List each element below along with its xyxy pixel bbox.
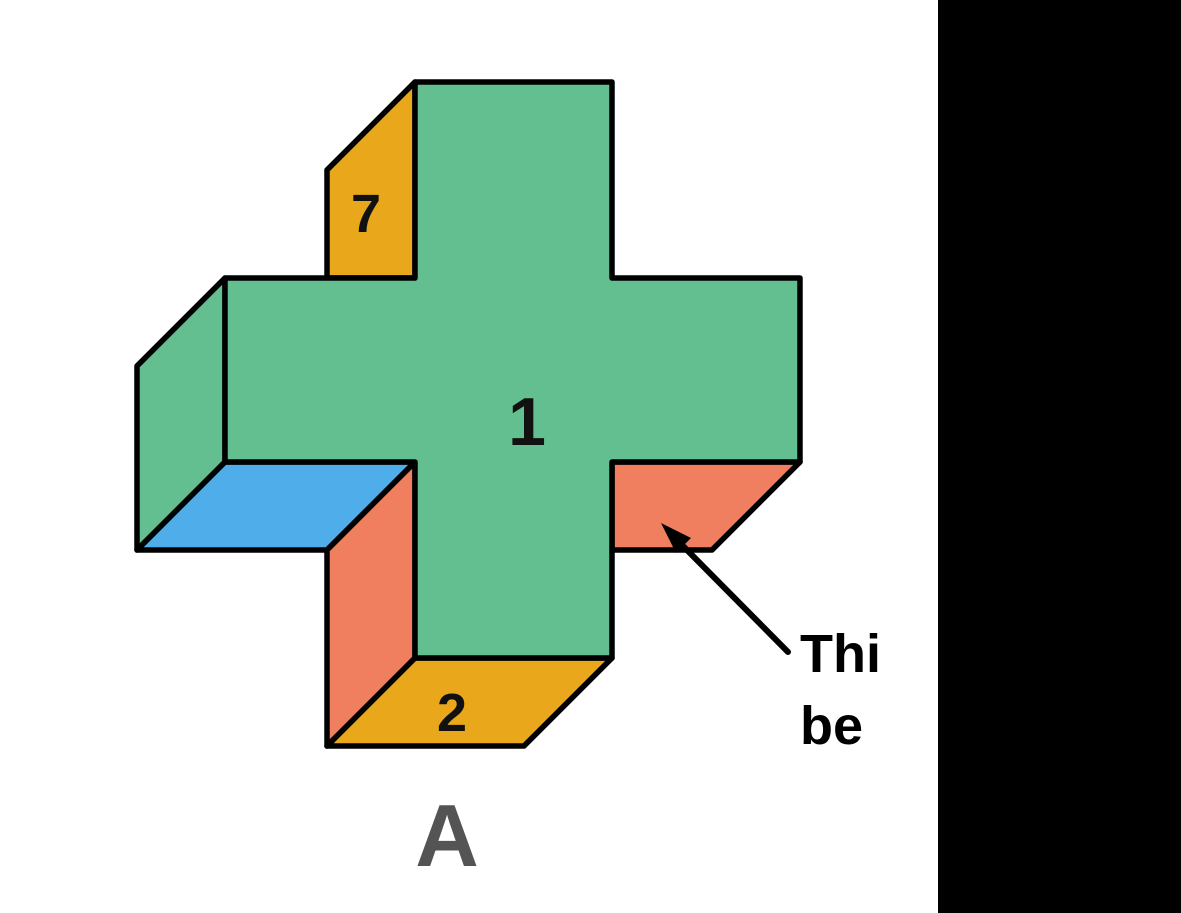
arrow-head xyxy=(661,523,691,553)
top-arm-left-face xyxy=(324,79,418,281)
black-overlay xyxy=(938,0,1181,913)
figure-letter-label: A xyxy=(415,786,479,885)
arrow-shaft xyxy=(680,543,791,655)
front-cross-face xyxy=(222,79,803,661)
front-cross-face-label: 1 xyxy=(508,384,546,460)
right-arm-bottom-face xyxy=(609,459,803,553)
annotation-line-1: Thi xyxy=(800,624,881,684)
annotation-text: Thi be xyxy=(800,618,881,762)
annotation-line-2: be xyxy=(800,696,864,756)
bottom-arm-bottom-face-label: 2 xyxy=(437,683,467,743)
top-arm-left-face-label: 7 xyxy=(351,184,381,244)
